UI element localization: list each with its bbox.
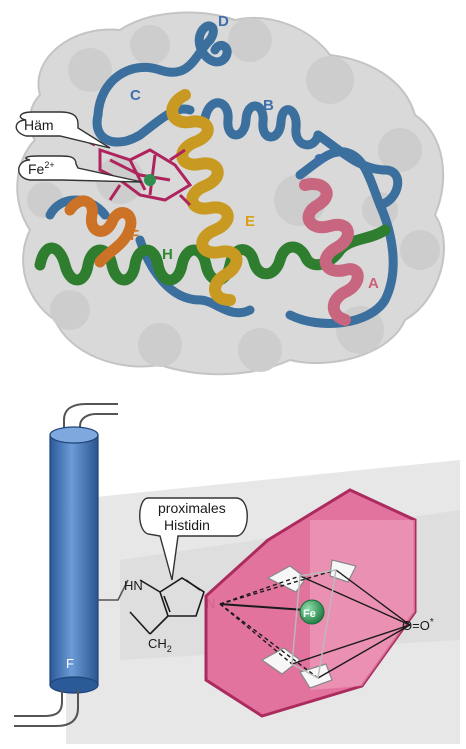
iron-atom: Fe: [299, 599, 325, 625]
helix-label-d: D: [218, 13, 229, 30]
callout-histidine: proximales Histidin: [139, 497, 248, 581]
callout-histidine-line1: proximales: [158, 500, 226, 516]
callout-haem-label: Häm: [24, 117, 54, 133]
callout-iron-label: Fe2+: [28, 160, 55, 177]
ch2-label: CH2: [148, 636, 172, 654]
heme-coordination-diagram: F HN N CH2 proximales Histidin: [14, 403, 460, 744]
helix-label-a: A: [368, 275, 379, 292]
callout-iron: Fe2+: [18, 155, 143, 183]
helix-label-g: G: [314, 151, 326, 168]
blue-ribbon: [45, 21, 403, 328]
oxygen-label: O=O*: [402, 617, 434, 633]
helix-label-h: H: [162, 246, 173, 263]
ring-nh-label: HN: [124, 578, 143, 593]
myoglobin-structure: Häm Fe2+ D C B G F H E A: [15, 11, 445, 376]
callout-histidine-line2: Histidin: [164, 517, 210, 533]
callout-haem: Häm: [15, 111, 111, 149]
proximal-histidine: [129, 577, 205, 635]
helix-a: [299, 178, 364, 326]
helix-f-cylinder-label: F: [66, 656, 74, 671]
helix-label-e: E: [245, 213, 255, 230]
iron-label: Fe: [303, 608, 316, 620]
helix-label-b: B: [263, 97, 274, 114]
iron-atom-top: [144, 174, 156, 186]
coordination-bonds: [219, 569, 411, 679]
helix-e: [166, 89, 243, 306]
helix-h: [34, 224, 391, 286]
helix-label-c: C: [130, 87, 141, 104]
helix-f-cylinder: F: [14, 403, 129, 727]
helix-f: [64, 195, 137, 268]
helix-label-f: F: [130, 227, 139, 244]
